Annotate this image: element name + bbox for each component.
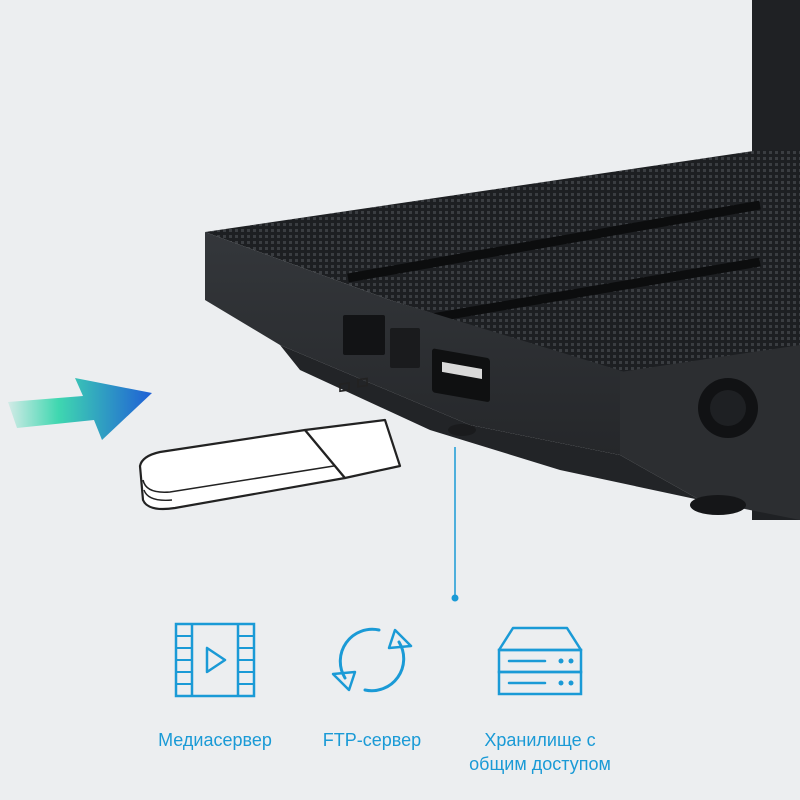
router-foot: [448, 424, 476, 436]
router-foot: [690, 495, 746, 515]
router-knob-inner: [710, 390, 746, 426]
feature-label: Хранилище с общим доступом: [469, 730, 611, 774]
router-side-face: [620, 345, 800, 520]
feature-label: FTP-сервер: [322, 730, 422, 750]
feature-ftp-server: FTP-сервер: [287, 622, 457, 752]
media-server-icon: [174, 622, 256, 698]
router-groove: [419, 257, 761, 325]
router-vent: [343, 315, 385, 355]
insert-arrow: [8, 378, 152, 440]
router-top-grille: [205, 150, 800, 400]
router-groove: [347, 200, 761, 283]
feature-label: Медиасервер: [158, 730, 272, 750]
feature-shared-storage: Хранилище с общим доступом: [455, 622, 625, 776]
callout-dot: [451, 594, 459, 602]
ftp-sync-icon: [331, 627, 413, 693]
shared-storage-icon: [497, 626, 583, 696]
usb-flash-drive: [138, 377, 402, 511]
router-vent: [390, 328, 420, 368]
router-underside: [280, 345, 700, 500]
feature-media-server: Медиасервер: [130, 622, 300, 752]
usb-port-tongue: [442, 361, 482, 379]
